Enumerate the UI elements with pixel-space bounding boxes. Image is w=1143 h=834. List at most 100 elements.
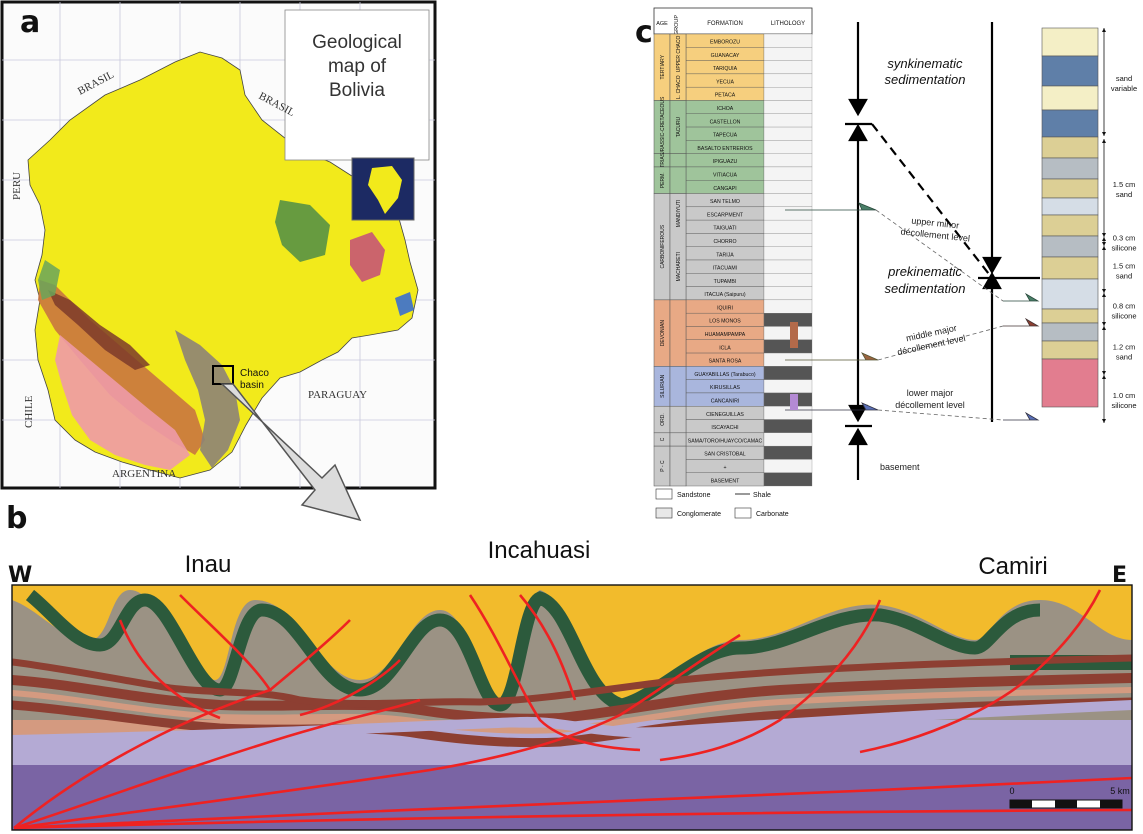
panel-c-letter: c [635,15,653,50]
formation-label: TAPECUA [713,133,738,139]
group-label: UPPER CHACO [676,36,682,73]
map-title-3: Bolivia [329,80,385,101]
model-bracket-tip [1102,293,1106,297]
formation-label: CANCANIRI [711,399,740,405]
panel-a: Geological map of Bolivia a BRASIL BRASI… [2,2,435,520]
model-layer [1042,110,1098,137]
map-title-1: Geological [312,32,402,53]
model-thickness-label: 1.2 cm [1113,343,1136,352]
formation-label: SAN CRISTOBAL [704,452,746,458]
model-thickness-label: 1.0 cm [1113,391,1136,400]
label-chile: CHILE [23,395,35,428]
model-layer [1042,86,1098,110]
devonian-marker [790,322,798,348]
formation-label: + [723,465,726,471]
legend-sandstone: Sandstone [677,492,711,499]
model-layer [1042,341,1098,359]
panel-b: b W E Inau Incahuasi Camiri [6,501,1132,830]
formation-label: BASEMENT [711,478,740,484]
model-bracket-tip [1102,233,1106,237]
header-group: GROUP [674,15,680,36]
formation-label: PETACA [715,93,736,99]
structure-incahuasi: Incahuasi [488,537,591,564]
lithology-cell [764,287,812,300]
model-thickness-label: 1.5 cm [1113,262,1136,271]
lithology-cell [764,459,812,472]
lithology-cell [764,273,812,286]
group-cell [670,446,686,486]
model-layer [1042,179,1098,198]
scale-zero: 0 [1009,786,1014,796]
model-layer [1042,56,1098,86]
lithology-cell [764,167,812,180]
model-material-label: sand [1116,272,1132,281]
formation-label: HUAMAMPAMPA [705,332,746,338]
formation-label: YECUA [716,79,734,85]
model-layer [1042,257,1098,279]
formation-label: TAIGUATI [713,226,736,232]
formation-label: SAMA/TORO/HUAYCO/CAMAC [688,438,763,444]
formation-label: GUAYABILLAS (Tarabuco) [694,372,755,378]
model-thickness-label: 0.8 cm [1113,302,1136,311]
model-material-label: sand [1116,190,1132,199]
east-label: E [1112,563,1127,588]
model-layer [1042,236,1098,257]
structure-inau: Inau [185,551,232,578]
formation-label: CHORRO [713,239,736,245]
model-bracket-tip [1102,419,1106,423]
lithology-cell [764,34,812,47]
group-cell [670,300,686,366]
formation-label: BASALTO ENTRERIOS [697,146,753,152]
model-bracket-tip [1102,289,1106,293]
header-formation: FORMATION [707,21,743,27]
lithology-cell [764,61,812,74]
lithology-cell [764,194,812,207]
model-bracket-tip [1102,242,1106,246]
formation-label: KIRUSILLAS [710,385,741,391]
formation-label: EMBOROZU [710,40,740,46]
basement-label: basement [880,462,920,472]
formation-label: LOS MONOS [709,319,741,325]
model-layer [1042,323,1098,341]
lithology-cell [764,260,812,273]
panel-b-letter: b [6,501,27,536]
model-material-label: silicone [1111,244,1136,253]
age-label: C [660,437,666,441]
lithology-cell [764,433,812,446]
lithology-cell [764,154,812,167]
lithology-legend: Sandstone Shale Conglomerate Carbonate [656,489,789,518]
lithology-cell [764,100,812,113]
formation-label: ITACUA (Saipuru) [704,292,745,298]
group-label: MANDIYUTI [676,200,682,228]
age-label: CARBONIFEROUS [660,224,666,268]
model-layer [1042,309,1098,323]
lithology-cell [764,233,812,246]
formation-label: SAN TELMO [710,199,740,205]
lower-decollement-2: décollement level [895,400,965,410]
model-bracket-tip [1102,132,1106,136]
formation-label: ICHOA [717,106,734,112]
lithology-cell [764,47,812,60]
formation-label: IQUIRI [717,305,733,311]
formation-label: GUANACAY [711,53,740,59]
model-bracket-tip [1102,28,1106,32]
formation-label: CASTELLON [710,119,741,125]
lithology-cell [764,380,812,393]
chaco-label-1: Chaco [240,368,269,379]
label-argentina: ARGENTINA [112,468,176,480]
legend-carbonate-swatch [735,508,751,518]
label-paraguay: PARAGUAY [308,389,367,401]
group-cell [670,167,686,194]
model-layer [1042,198,1098,215]
panel-a-letter: a [20,5,40,40]
lithology-cell [764,220,812,233]
group-cell [670,433,686,446]
lithology-cell [764,207,812,220]
age-label: SILURIAN [660,374,666,397]
group-label: TACURU [676,116,682,137]
legend-conglomerate-swatch [656,508,672,518]
lithology-cell [764,87,812,100]
model-layer [1042,279,1098,309]
